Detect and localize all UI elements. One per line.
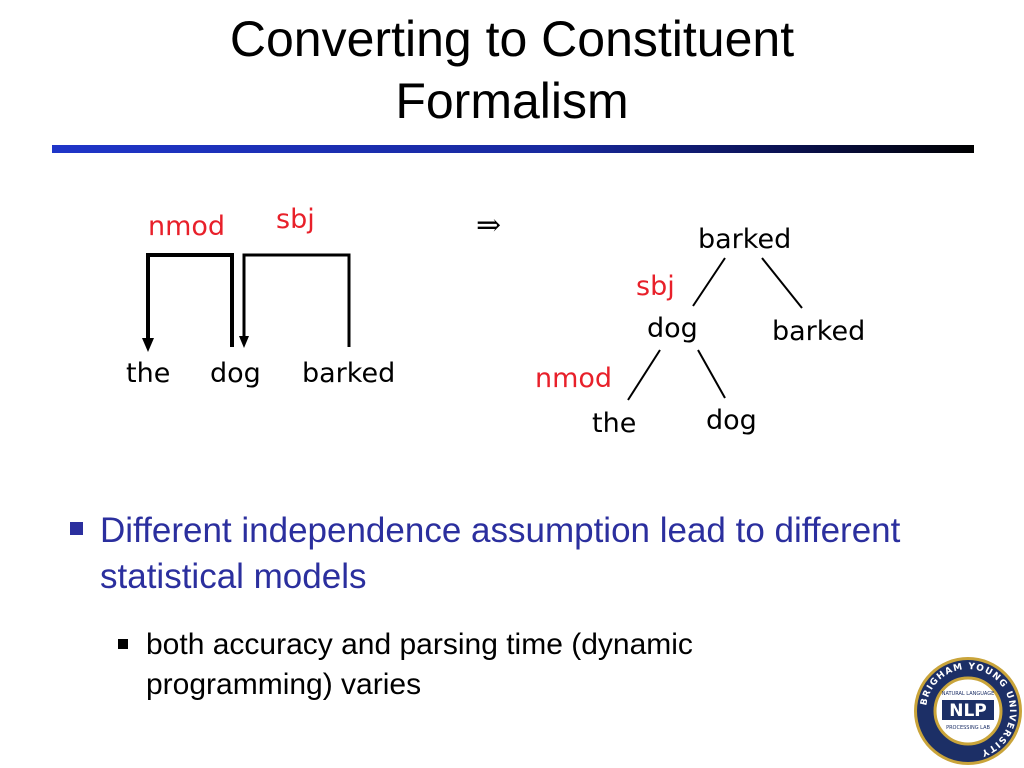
tree-edge-dog-left: [627, 349, 661, 401]
arc-sbj-arrowhead: [239, 336, 249, 348]
bullet-main-text: Different independence assumption lead t…: [100, 511, 901, 596]
tree-node-barked: barked: [772, 316, 865, 347]
title-line-1: Converting to Constituent: [229, 11, 795, 67]
tree-node-dog: dog: [647, 313, 698, 344]
slide-title: Converting to Constituent Formalism: [0, 8, 1024, 132]
tree-edge-root-left: [692, 257, 726, 307]
word-barked: barked: [302, 358, 395, 389]
arc-label-sbj: sbj: [276, 204, 315, 235]
constituent-tree: barked sbj dog barked nmod the dog: [535, 224, 865, 439]
tree-label-sbj: sbj: [636, 271, 675, 302]
word-dog: dog: [210, 358, 261, 389]
title-underline: [52, 145, 974, 153]
word-the: the: [126, 358, 170, 389]
sub-bullet-square-icon: [118, 639, 128, 649]
arc-nmod: [146, 253, 234, 347]
tree-edge-root-right: [761, 257, 803, 309]
bullet-sub-text: both accuracy and parsing time (dynamic …: [146, 628, 693, 701]
tree-label-nmod: nmod: [535, 363, 612, 394]
arc-label-nmod: nmod: [148, 211, 225, 242]
tree-edge-dog-right: [697, 349, 726, 399]
tree-leaf-the: the: [592, 408, 636, 439]
arc-nmod-arrowhead: [142, 338, 154, 352]
logo-bottom-text: PROCESSING LAB: [946, 725, 990, 731]
arc-sbj: [242, 253, 351, 347]
tree-root: barked: [698, 224, 791, 255]
logo-top-text: NATURAL LANGUAGE: [942, 691, 995, 697]
dependency-diagram: nmod sbj the dog barked: [126, 204, 395, 389]
byu-nlp-logo: BRIGHAM YOUNG UNIVERSITY NATURAL LANGUAG…: [914, 657, 1022, 765]
implies-arrow: ⇒: [476, 208, 502, 243]
bullet-square-icon: [70, 522, 83, 535]
logo-center-text: NLP: [949, 701, 987, 721]
tree-leaf-dog: dog: [706, 405, 757, 436]
title-line-2: Formalism: [395, 73, 629, 129]
